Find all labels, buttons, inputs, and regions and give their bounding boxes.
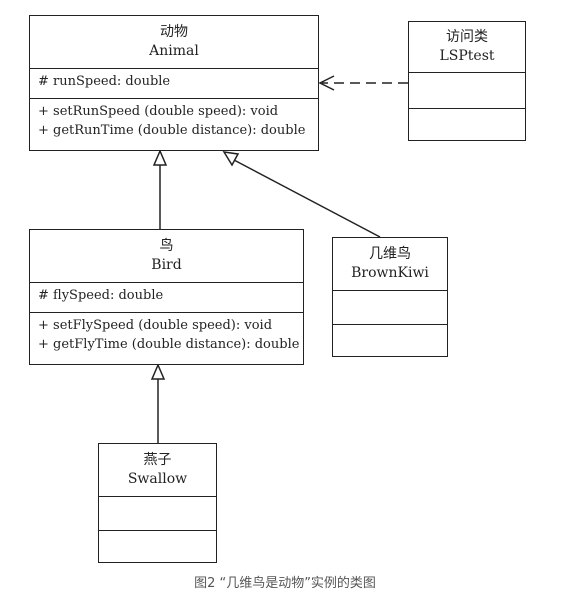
class-lsptest-methods: [409, 109, 525, 140]
class-bird-attributes: # flySpeed: double: [30, 283, 303, 313]
class-brownkiwi-name: 几维鸟 BrownKiwi: [333, 238, 447, 291]
class-animal-methods: + setRunSpeed (double speed): void + get…: [30, 99, 318, 151]
method-setrunspeed: + setRunSpeed (double speed): void: [38, 104, 279, 119]
class-animal: 动物 Animal # runSpeed: double + setRunSpe…: [29, 15, 319, 151]
class-swallow: 燕子 Swallow: [98, 443, 217, 563]
class-brownkiwi-methods: [333, 325, 447, 356]
generalization-arrowhead-bird-animal: [152, 149, 168, 166]
figure-caption: 图2 “几维鸟是动物”实例的类图: [194, 576, 376, 591]
class-lsptest-name-en: LSPtest: [439, 48, 495, 64]
generalization-arrowhead-swallow-bird: [150, 363, 166, 380]
method-setflyspeed: + setFlySpeed (double speed): void: [38, 318, 273, 333]
class-swallow-name-cn: 燕子: [143, 452, 172, 468]
class-animal-name-en: Animal: [149, 43, 199, 59]
class-lsptest-name: 访问类 LSPtest: [409, 22, 525, 73]
class-bird-methods: + setFlySpeed (double speed): void + get…: [30, 313, 303, 365]
class-lsptest: 访问类 LSPtest: [408, 21, 526, 141]
attribute-runspeed: # runSpeed: double: [38, 74, 171, 89]
class-animal-name-cn: 动物: [160, 24, 188, 40]
class-brownkiwi-name-en: BrownKiwi: [351, 265, 429, 281]
attribute-flyspeed: # flySpeed: double: [38, 288, 164, 303]
class-swallow-name: 燕子 Swallow: [99, 444, 216, 497]
class-bird-name: 鸟 Bird: [30, 230, 303, 283]
generalization-arrowhead-kiwi-animal: [222, 151, 240, 167]
class-bird-name-cn: 鸟: [159, 238, 174, 254]
class-animal-attributes: # runSpeed: double: [30, 69, 318, 99]
class-swallow-methods: [99, 531, 216, 562]
method-getruntime: + getRunTime (double distance): double: [38, 123, 306, 138]
method-getflytime: + getFlyTime (double distance): double: [38, 337, 300, 352]
class-swallow-attributes: [99, 497, 216, 531]
class-bird-name-en: Bird: [151, 257, 182, 273]
class-brownkiwi-attributes: [333, 291, 447, 325]
class-brownkiwi: 几维鸟 BrownKiwi: [332, 237, 448, 357]
dependency-arrowhead: [318, 75, 335, 91]
class-lsptest-attributes: [409, 73, 525, 109]
class-swallow-name-en: Swallow: [127, 471, 188, 487]
class-bird: 鸟 Bird # flySpeed: double + setFlySpeed …: [29, 229, 304, 365]
class-lsptest-name-cn: 访问类: [446, 29, 488, 45]
class-brownkiwi-name-cn: 几维鸟: [369, 246, 411, 262]
class-animal-name: 动物 Animal: [30, 16, 318, 69]
generalization-line-kiwi-animal: [233, 159, 381, 238]
